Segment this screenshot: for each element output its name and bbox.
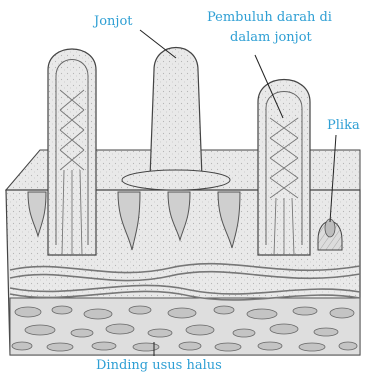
villus-right: [258, 80, 310, 256]
villus-left: [48, 49, 96, 255]
label-vessels-line2: dalam jonjot: [230, 30, 312, 46]
label-plica: Plika: [327, 118, 360, 134]
label-villus: Jonjot: [94, 14, 133, 30]
label-vessels-line1: Pembuluh darah di: [207, 10, 332, 26]
label-intestine-wall: Dinding usus halus: [96, 358, 222, 374]
leader-villus: [140, 30, 176, 58]
